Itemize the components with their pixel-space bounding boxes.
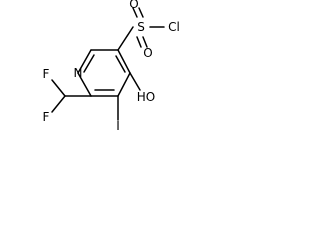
atom-label-f-top: F — [43, 67, 50, 81]
bond-s-o-bottom-b — [142, 36, 148, 48]
bond-c3-c4 — [117, 49, 131, 74]
bond-c-f-top — [51, 79, 66, 97]
bond-n-c2 — [77, 49, 92, 74]
atom-label-oh: HO — [137, 90, 155, 104]
atom-label-n: N — [74, 66, 83, 80]
atom-label-o-bottom: O — [143, 46, 152, 60]
atom-label-s: S — [137, 20, 145, 34]
bond-c4-oh — [129, 72, 141, 91]
bond-s-o-bottom-a — [136, 36, 142, 48]
bond-n-c6 — [77, 72, 92, 97]
atom-label-o-top: O — [129, 0, 138, 11]
bond-c3-c4-double — [115, 55, 126, 73]
atom-label-cl: Cl — [168, 20, 180, 34]
bond-s-o-top-b — [138, 7, 144, 18]
atom-label-iodine: I — [116, 119, 120, 133]
bond-c-f-bottom — [51, 95, 66, 113]
bond-s-o-top-a — [132, 7, 138, 18]
bond-n-c2-double — [83, 54, 95, 73]
bond-c4-c5 — [117, 72, 131, 97]
molecule-drawing: N S Cl O O HO I F F — [43, 0, 180, 133]
atom-label-f-bottom: F — [43, 110, 50, 124]
bond-c3-s — [117, 26, 134, 51]
structure-diagram: N S Cl O O HO I F F — [43, 0, 180, 133]
